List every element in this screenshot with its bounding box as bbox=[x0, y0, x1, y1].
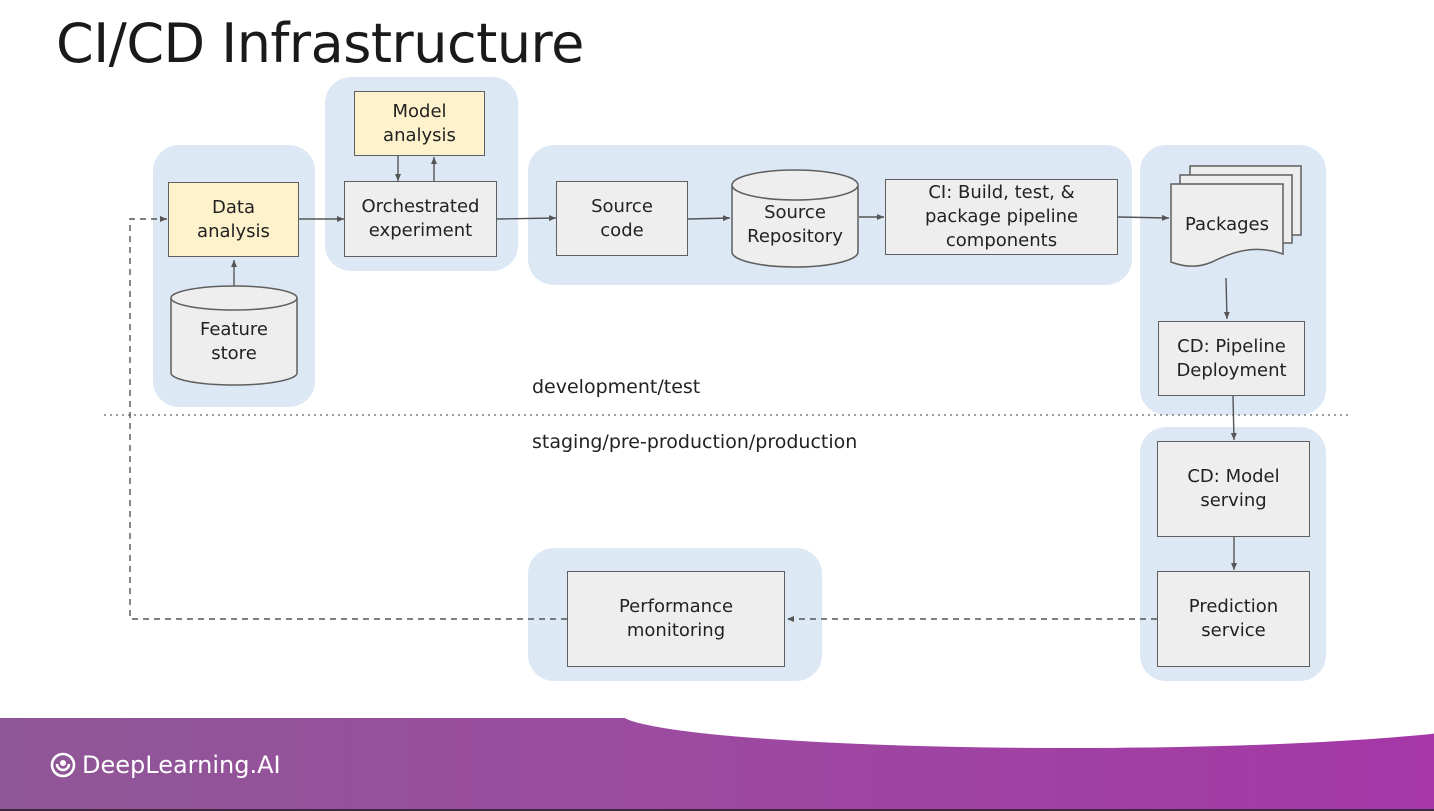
footer-wave-decoration bbox=[620, 718, 1434, 748]
prediction-service-label: Prediction service bbox=[1188, 596, 1279, 641]
ci-build-label: CI: Build, test, & package pipeline comp… bbox=[924, 182, 1079, 251]
source-repository-cylinder bbox=[731, 169, 859, 268]
footer-banner: DeepLearning.AI bbox=[0, 718, 1434, 809]
feature-store-label: Feature store bbox=[199, 319, 269, 364]
arrow-monitoring-feedback bbox=[129, 216, 567, 620]
data-analysis-label: Data analysis bbox=[197, 196, 270, 242]
cd-model-serving-label: CD: Model serving bbox=[1187, 466, 1280, 511]
zone-label-prod: staging/pre-production/production bbox=[532, 431, 858, 453]
performance-monitoring-node: Performance monitoring bbox=[567, 571, 785, 667]
feature-store-cylinder bbox=[170, 285, 298, 386]
prediction-service-node: Prediction service bbox=[1157, 571, 1310, 667]
source-repository-label: Source Repository bbox=[747, 202, 843, 247]
arrow-experiment-to-source bbox=[496, 215, 557, 222]
source-code-node: Source code bbox=[556, 181, 688, 256]
data-analysis-node: Data analysis bbox=[168, 182, 299, 257]
model-analysis-node: Model analysis bbox=[354, 91, 485, 156]
cd-pipeline-node: CD: Pipeline Deployment bbox=[1158, 321, 1305, 396]
orchestrated-experiment-node: Orchestrated experiment bbox=[344, 181, 497, 257]
arrow-cd-to-serving bbox=[1230, 395, 1237, 441]
footer-bottom-line bbox=[0, 809, 1434, 811]
model-analysis-label: Model analysis bbox=[383, 100, 456, 146]
ci-build-node: CI: Build, test, & package pipeline comp… bbox=[885, 179, 1118, 255]
arrow-source-to-repo bbox=[687, 215, 731, 222]
deeplearning-logo-icon bbox=[50, 752, 76, 778]
source-code-label: Source code bbox=[591, 195, 653, 241]
performance-monitoring-label: Performance monitoring bbox=[618, 596, 734, 641]
packages-label: Packages bbox=[1185, 214, 1269, 235]
packages-document-stack bbox=[1170, 165, 1302, 267]
arrow-ci-to-packages bbox=[1117, 214, 1170, 221]
cd-model-serving-node: CD: Model serving bbox=[1157, 441, 1310, 537]
page-title: CI/CD Infrastructure bbox=[56, 12, 584, 75]
cd-pipeline-label: CD: Pipeline Deployment bbox=[1176, 335, 1287, 381]
arrow-packages-to-cd bbox=[1223, 277, 1230, 320]
orchestrated-experiment-label: Orchestrated experiment bbox=[361, 196, 480, 241]
brand-name: DeepLearning.AI bbox=[82, 751, 281, 779]
brand-logo: DeepLearning.AI bbox=[50, 751, 281, 779]
zone-label-dev: development/test bbox=[532, 376, 701, 398]
